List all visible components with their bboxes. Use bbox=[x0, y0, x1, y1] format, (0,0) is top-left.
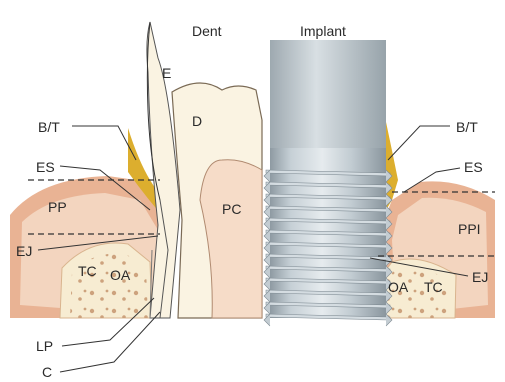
label-oa-right: OA bbox=[388, 279, 409, 295]
leader-bt-right bbox=[388, 126, 450, 160]
label-lp: LP bbox=[36, 338, 53, 354]
label-pulp-chamber: PC bbox=[222, 201, 241, 217]
label-ppi: PPI bbox=[458, 221, 481, 237]
leader-c bbox=[60, 312, 160, 372]
label-bt-right: B/T bbox=[456, 119, 478, 135]
header-implant: Implant bbox=[300, 23, 346, 39]
label-enamel: E bbox=[162, 65, 171, 81]
header-tooth: Dent bbox=[192, 23, 222, 39]
label-tc-right: TC bbox=[424, 279, 443, 295]
label-dentin: D bbox=[192, 113, 202, 129]
label-bt-left: B/T bbox=[38, 119, 60, 135]
label-es-right: ES bbox=[464, 159, 483, 175]
label-es-left: ES bbox=[36, 159, 55, 175]
label-ej-right: EJ bbox=[472, 269, 488, 285]
label-ej-left: EJ bbox=[16, 243, 32, 259]
leader-bt-left bbox=[72, 126, 136, 160]
label-c: C bbox=[42, 364, 52, 380]
label-tc-left: TC bbox=[78, 263, 97, 279]
label-oa-left: OA bbox=[110, 267, 131, 283]
label-pp: PP bbox=[48, 199, 67, 215]
implant-abutment bbox=[270, 40, 386, 148]
